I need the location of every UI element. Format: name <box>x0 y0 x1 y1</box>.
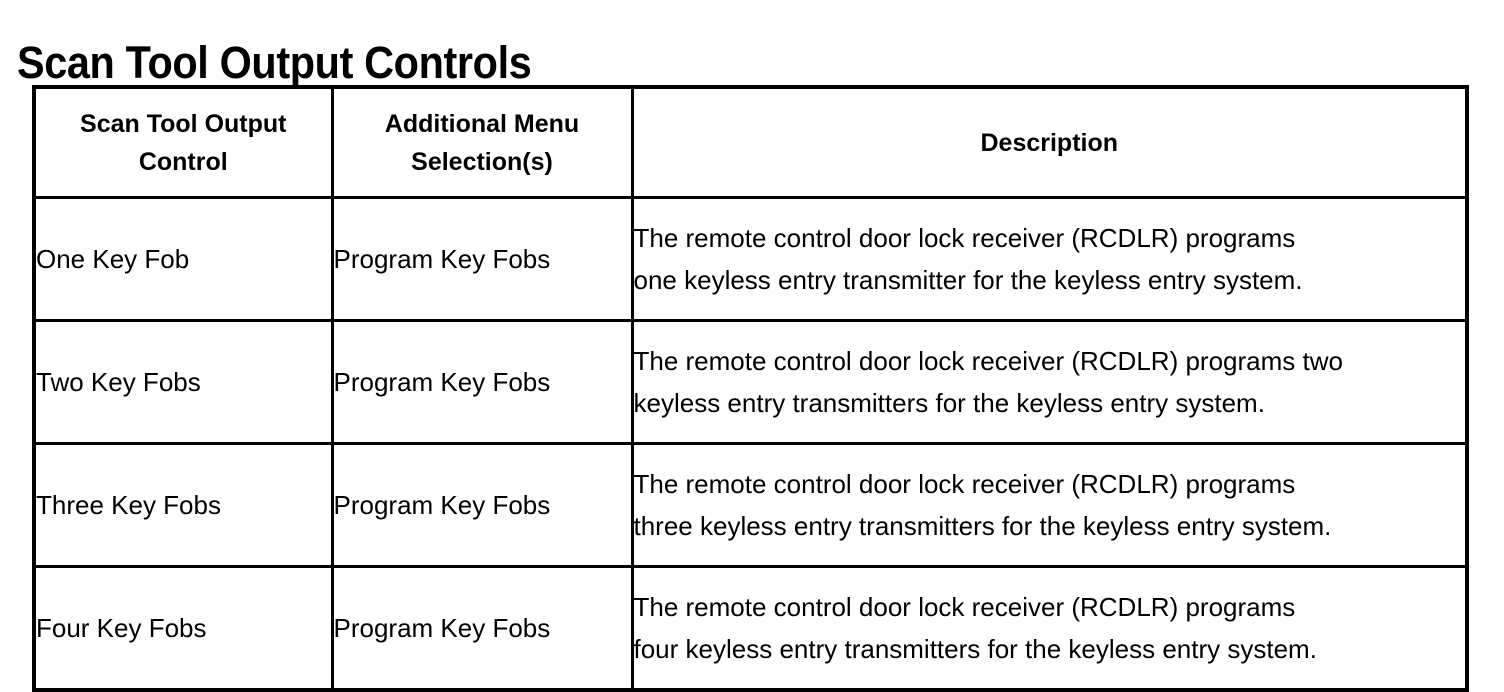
column-header-line-1: Description <box>980 128 1119 157</box>
cell-description: The remote control door lock receiver (R… <box>630 196 1469 322</box>
column-header-scan-tool-output-control: Scan Tool Output Control <box>32 85 334 199</box>
column-header-line-2: Selection(s) <box>411 147 553 176</box>
column-header-line-1: Additional Menu <box>384 109 580 138</box>
column-header-line-1: Scan Tool Output <box>80 109 287 138</box>
scan-tool-output-controls-table: Scan Tool Output Control Additional Menu… <box>32 85 1469 692</box>
table-row: Three Key Fobs Program Key Fobs The remo… <box>32 442 1469 568</box>
table-header: Scan Tool Output Control Additional Menu… <box>32 85 1469 199</box>
cell-control: Four Key Fobs <box>32 565 334 692</box>
cell-control: One Key Fob <box>32 196 334 322</box>
table-row: Two Key Fobs Program Key Fobs The remote… <box>32 319 1469 445</box>
description-line-2: three keyless entry transmitters for the… <box>633 511 1332 541</box>
column-header-additional-menu-selections: Additional Menu Selection(s) <box>330 85 634 199</box>
cell-menu-selection: Program Key Fobs <box>330 196 634 322</box>
page-title: Scan Tool Output Controls <box>17 37 532 89</box>
cell-description: The remote control door lock receiver (R… <box>630 442 1469 568</box>
description-line-1: The remote control door lock receiver (R… <box>633 223 1296 253</box>
cell-description: The remote control door lock receiver (R… <box>630 565 1469 692</box>
cell-menu-selection: Program Key Fobs <box>330 442 634 568</box>
description-line-2: one keyless entry transmitter for the ke… <box>633 265 1303 295</box>
description-line-2: four keyless entry transmitters for the … <box>633 634 1317 664</box>
column-header-line-2: Control <box>138 147 228 176</box>
table-header-row: Scan Tool Output Control Additional Menu… <box>32 85 1469 199</box>
description-line-1: The remote control door lock receiver (R… <box>633 469 1296 499</box>
cell-control: Three Key Fobs <box>32 442 334 568</box>
cell-menu-selection: Program Key Fobs <box>330 565 634 692</box>
description-line-2: keyless entry transmitters for the keyle… <box>633 388 1265 418</box>
table-body: One Key Fob Program Key Fobs The remote … <box>32 196 1469 692</box>
description-line-1: The remote control door lock receiver (R… <box>633 592 1296 622</box>
cell-menu-selection: Program Key Fobs <box>330 319 634 445</box>
description-line-1: The remote control door lock receiver (R… <box>633 346 1343 376</box>
cell-description: The remote control door lock receiver (R… <box>630 319 1469 445</box>
table-row: Four Key Fobs Program Key Fobs The remot… <box>32 565 1469 692</box>
table-row: One Key Fob Program Key Fobs The remote … <box>32 196 1469 322</box>
column-header-description: Description <box>630 85 1469 199</box>
cell-control: Two Key Fobs <box>32 319 334 445</box>
